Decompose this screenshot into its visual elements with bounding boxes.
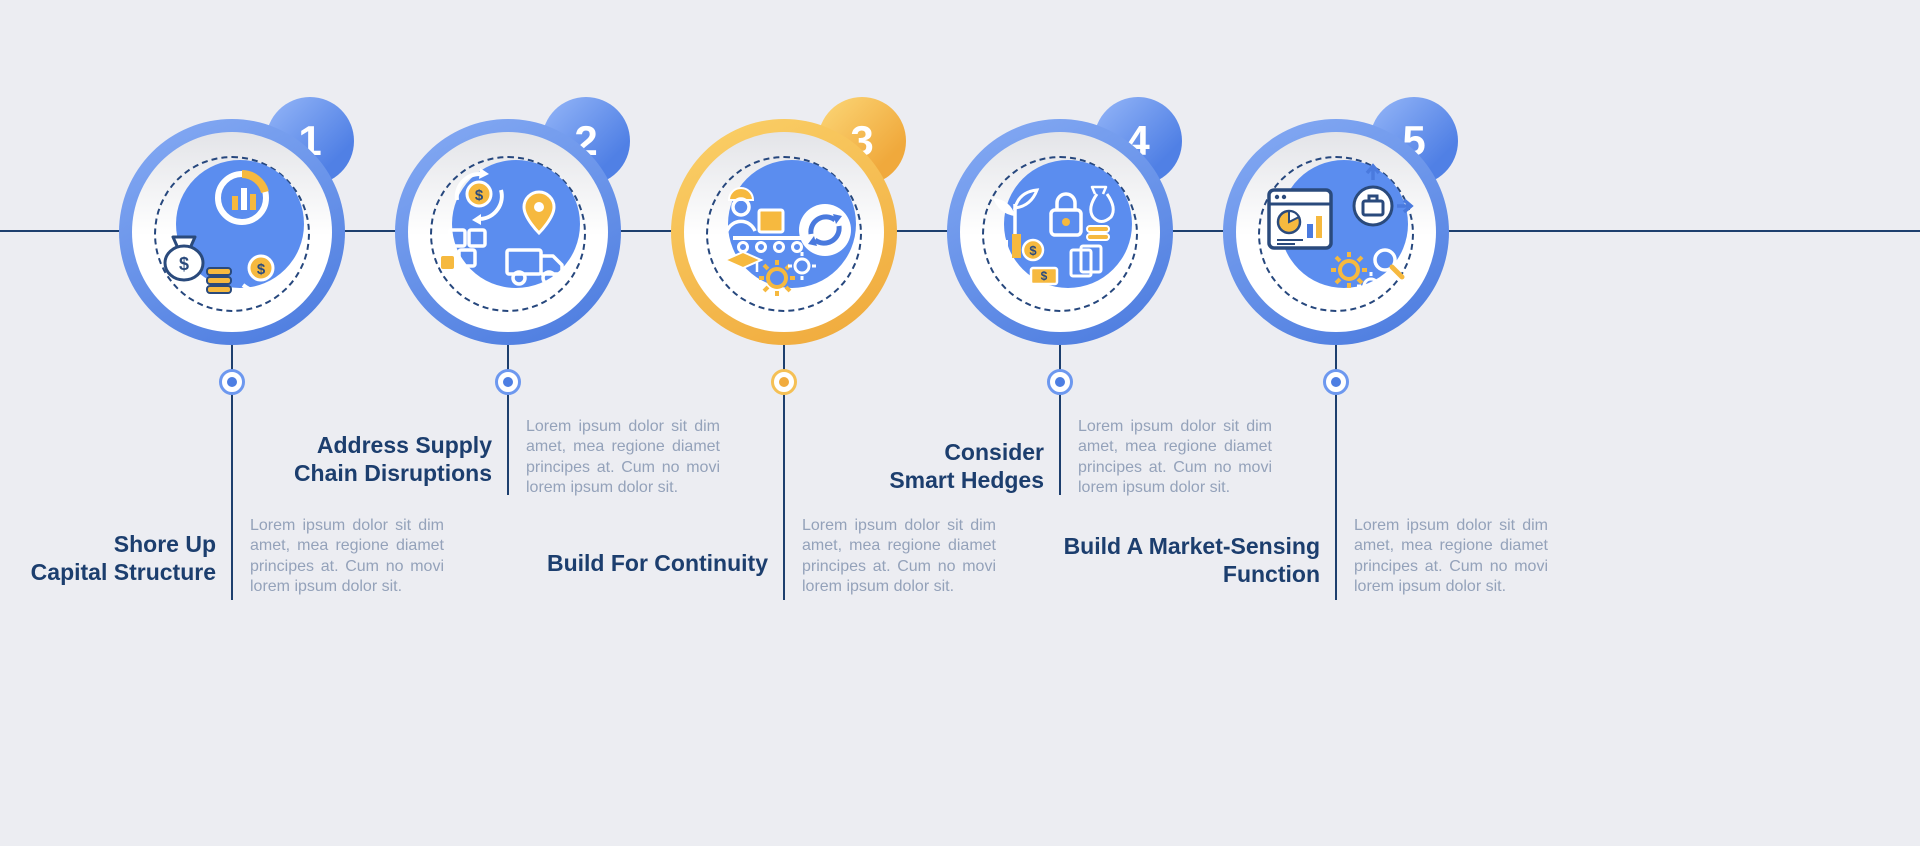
step-circle [671,119,897,345]
step-circle: $ [395,119,621,345]
smart-hedges-icon: $ $ [993,185,1115,286]
capital-structure-icon: $ $ [163,170,281,294]
step-circle-face: $ [408,132,608,332]
timeline-dot [495,369,521,395]
connector-vertical-line [231,345,233,600]
timeline-dot [219,369,245,395]
dashed-ring [1258,156,1414,312]
dashed-ring [982,156,1138,312]
svg-text:$: $ [257,261,266,278]
svg-text:$: $ [179,254,189,274]
connector-vertical-line [507,345,509,495]
connector-vertical-line [1335,345,1337,600]
svg-text:$: $ [475,187,484,204]
step-circle-face [684,132,884,332]
step-description: Lorem ipsum dolor sit dim amet, mea regi… [526,418,720,496]
timeline-dot [771,369,797,395]
step-circle: $ $ [947,119,1173,345]
continuity-icon [722,187,851,296]
step-title: Shore Up Capital Structure [30,531,216,585]
timeline-dot [1047,369,1073,395]
supply-chain-icon: $ [441,168,564,286]
dashed-ring [430,156,586,312]
step-circle-face: $ $ [132,132,332,332]
connector-vertical-line [783,345,785,600]
svg-text:$: $ [1029,243,1037,258]
dashed-ring [706,156,862,312]
step-title: Consider Smart Hedges [889,439,1044,493]
step-title: Build For Continuity [546,550,768,576]
dashed-ring [154,156,310,312]
timeline-dot [1323,369,1349,395]
step-description: Lorem ipsum dolor sit dim amet, mea regi… [1354,517,1548,595]
market-sensing-icon [1267,163,1414,300]
step-circle-face: $ $ [960,132,1160,332]
step-description: Lorem ipsum dolor sit dim amet, mea regi… [1078,418,1272,496]
step-description: Lorem ipsum dolor sit dim amet, mea regi… [250,517,444,595]
step-circle: $ $ [119,119,345,345]
step-circle [1223,119,1449,345]
svg-text:$: $ [1041,269,1048,283]
step-title: Address Supply Chain Disruptions [293,432,492,486]
step-description: Lorem ipsum dolor sit dim amet, mea regi… [802,517,996,595]
step-title: Build A Market-Sensing Function [1063,533,1320,587]
connector-vertical-line [1059,345,1061,495]
step-circle-face [1236,132,1436,332]
